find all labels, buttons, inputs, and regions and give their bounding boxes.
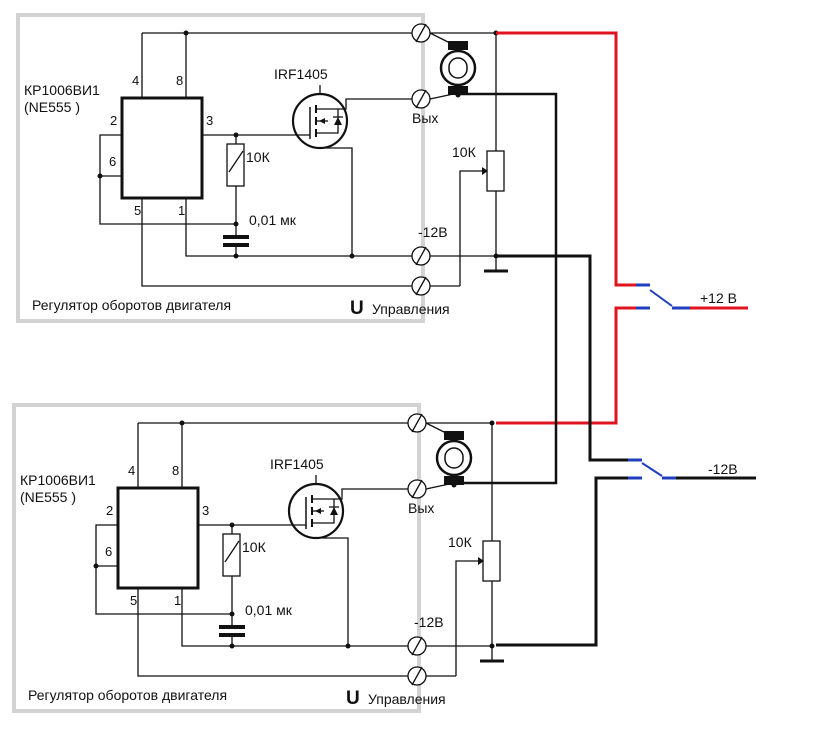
pin-4-label: 4 <box>132 73 139 88</box>
minus-12v-label: -12В <box>708 461 738 477</box>
module-title: Регулятор оборотов двигателя <box>32 297 231 313</box>
resistor-label: 10К <box>246 149 271 165</box>
pin-2-label: 2 <box>106 503 113 518</box>
pin-5-label: 5 <box>130 593 137 608</box>
control-u-symbol: U <box>346 688 360 709</box>
mosfet-label: IRF1405 <box>270 456 324 472</box>
pin-1-label: 1 <box>178 203 185 218</box>
capacitor-label: 0,01 мк <box>245 602 293 618</box>
pin-2-label: 2 <box>110 113 117 128</box>
pin-4-label: 4 <box>128 463 135 478</box>
regulator-module-2: КР1006ВИ1 (NE555 ) 4 8 2 6 3 5 1 IRF1405… <box>12 403 506 713</box>
pot-label: 10К <box>452 144 477 160</box>
minus-terminal-label: -12В <box>414 614 444 630</box>
output-label: Вых <box>412 110 438 126</box>
pin-3-label: 3 <box>202 503 209 518</box>
minus-terminal-label: -12В <box>418 224 448 240</box>
negative-supply-wiring <box>458 92 756 647</box>
capacitor-label: 0,01 мк <box>249 212 297 228</box>
output-label: Вых <box>408 500 434 516</box>
pin-8-label: 8 <box>176 73 183 88</box>
chip-name: КР1006ВИ1 <box>20 472 96 488</box>
module-title: Регулятор оборотов двигателя <box>28 687 227 703</box>
pin-1-label: 1 <box>174 593 181 608</box>
positive-supply-wiring <box>496 31 748 425</box>
control-label: Управления <box>372 301 450 317</box>
chip-alt-name: (NE555 ) <box>24 99 80 115</box>
regulator-module-1: КР1006ВИ1 (NE555 ) 4 8 2 6 3 5 1 IRF1405… <box>16 13 510 323</box>
chip-alt-name: (NE555 ) <box>20 489 76 505</box>
resistor-label: 10К <box>242 539 267 555</box>
pin-6-label: 6 <box>109 154 116 169</box>
pin-6-label: 6 <box>105 544 112 559</box>
pin-5-label: 5 <box>134 203 141 218</box>
chip-name: КР1006ВИ1 <box>24 82 100 98</box>
pin-8-label: 8 <box>172 463 179 478</box>
control-u-symbol: U <box>350 298 364 319</box>
control-label: Управления <box>368 691 446 707</box>
pin-3-label: 3 <box>206 113 213 128</box>
plus-12v-label: +12 В <box>700 290 737 306</box>
pot-label: 10К <box>448 534 473 550</box>
mosfet-label: IRF1405 <box>274 66 328 82</box>
